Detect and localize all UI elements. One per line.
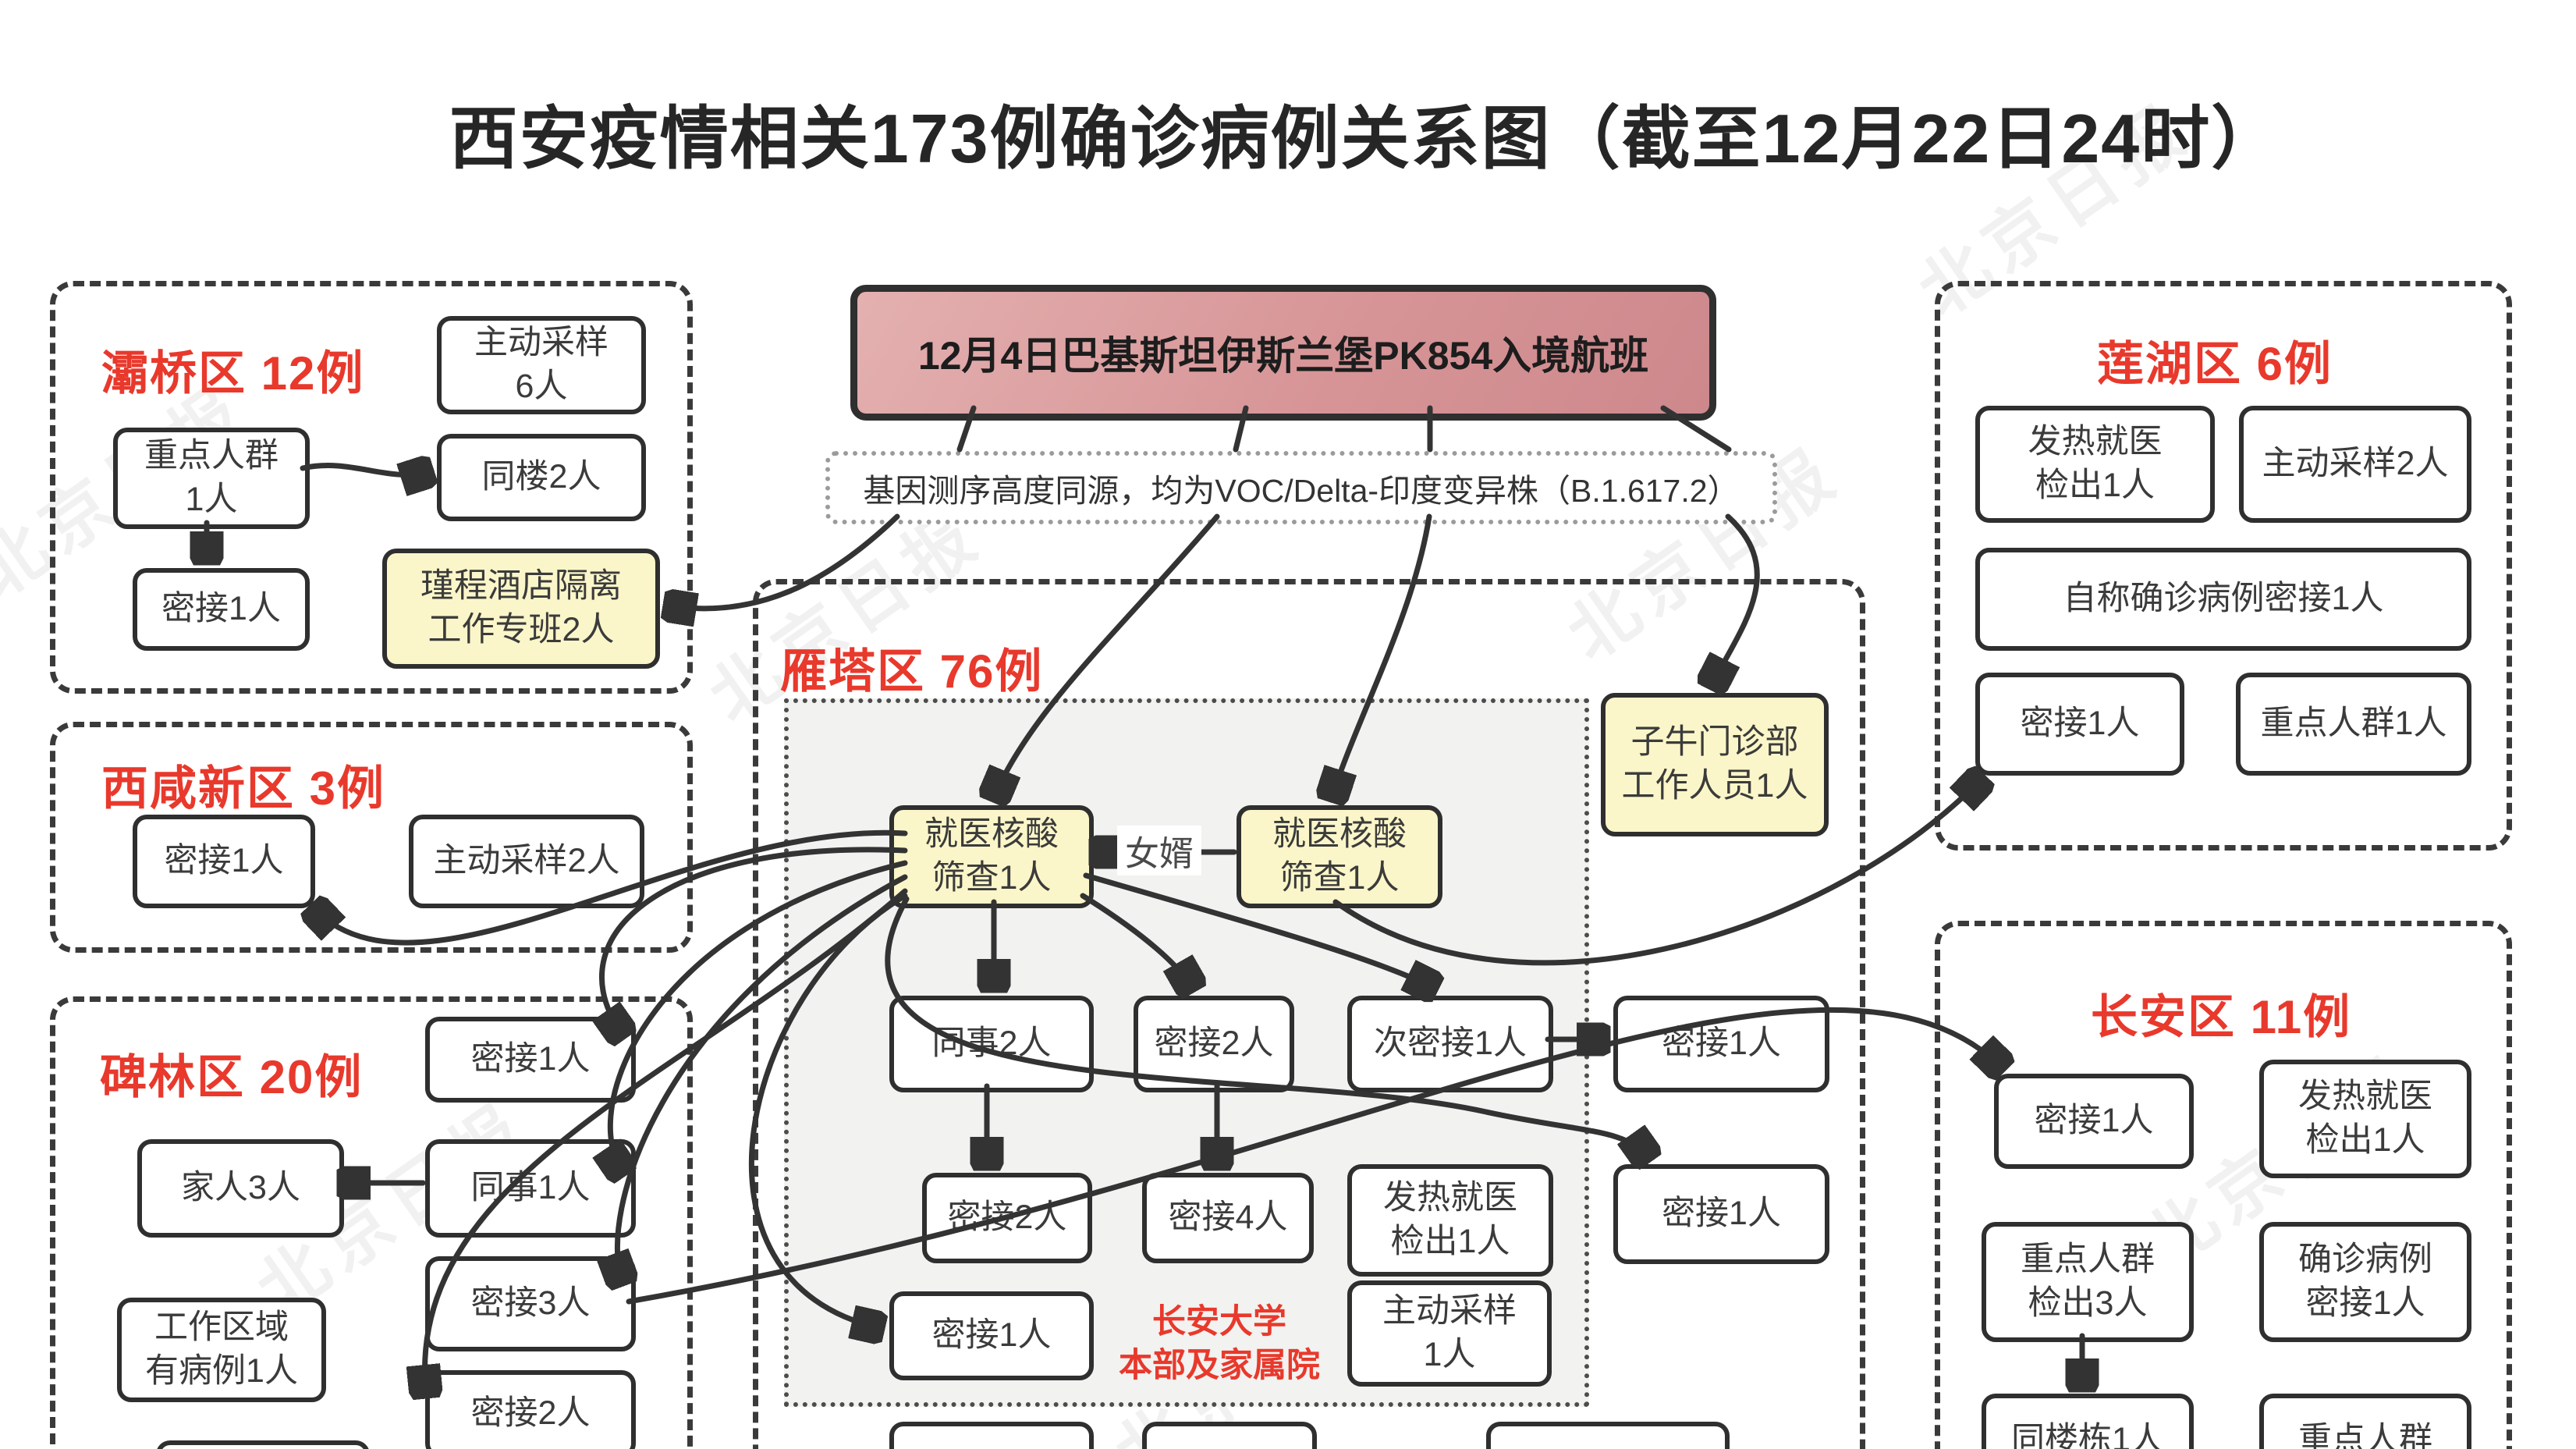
node-xixian-0: 密接1人 bbox=[133, 815, 315, 908]
node-lianhu-1: 主动采样2人 bbox=[2239, 406, 2471, 523]
node-beilin-4: 工作区域 有病例1人 bbox=[117, 1298, 326, 1402]
node-changan-0: 密接1人 bbox=[1994, 1074, 2194, 1169]
node-beilin-1: 家人3人 bbox=[137, 1139, 344, 1238]
node-yanta-12: 长安大学 本部及家属院 bbox=[1119, 1303, 1320, 1384]
node-beilin-3: 密接3人 bbox=[425, 1256, 636, 1351]
node-baqiao-2: 同楼2人 bbox=[437, 434, 646, 521]
node-beilin-0: 密接1人 bbox=[425, 1017, 636, 1103]
node-yanta-5: 次密接1人 bbox=[1347, 996, 1553, 1092]
node-yanta-6: 密接1人 bbox=[1613, 996, 1829, 1092]
region-lianhu bbox=[1935, 281, 2512, 851]
node-lianhu-4: 重点人群1人 bbox=[2236, 673, 2471, 776]
flight-source-node: 12月4日巴基斯坦伊斯兰堡PK854入境航班 bbox=[850, 285, 1716, 421]
node-yanta-2: 子牛门诊部 工作人员1人 bbox=[1601, 693, 1829, 836]
node-yanta-8: 密接4人 bbox=[1142, 1173, 1314, 1263]
page-title: 西安疫情相关173例确诊病例关系图（截至12月22日24时） bbox=[449, 99, 2282, 177]
node-yanta-7: 密接2人 bbox=[922, 1173, 1092, 1263]
region-label-beilin: 碑林区 20例 bbox=[100, 1051, 364, 1103]
gene-sequencing-note: 基因测序高度同源，均为VOC/Delta-印度变异株（B.1.617.2） bbox=[825, 451, 1777, 524]
node-yanta-4: 密接2人 bbox=[1134, 996, 1294, 1092]
region-label-lianhu: 莲湖区 6例 bbox=[2097, 338, 2333, 390]
node-yanta-11: 密接1人 bbox=[889, 1291, 1094, 1380]
node-yanta-9: 发热就医 检出1人 bbox=[1347, 1164, 1553, 1277]
node-baqiao-3: 密接1人 bbox=[133, 568, 310, 651]
node-yanta-10: 密接1人 bbox=[1613, 1164, 1829, 1264]
node-lianhu-0: 发热就医 检出1人 bbox=[1975, 406, 2215, 523]
region-label-baqiao: 灞桥区 12例 bbox=[101, 347, 365, 400]
node-lianhu-2: 自称确诊病例密接1人 bbox=[1975, 548, 2471, 651]
node-yanta-3: 同事2人 bbox=[889, 996, 1094, 1092]
node-yanta-13: 主动采样 1人 bbox=[1347, 1280, 1552, 1387]
node-baqiao-0: 主动采样 6人 bbox=[437, 316, 646, 414]
node-changan-3: 确诊病例 密接1人 bbox=[2259, 1222, 2471, 1342]
node-changan-1: 发热就医 检出1人 bbox=[2259, 1060, 2471, 1178]
node-yanta-0: 就医核酸 筛查1人 bbox=[889, 805, 1094, 908]
node-changan-4: 同楼栋1人 bbox=[1982, 1394, 2194, 1449]
edge-label-nvxu: 女婿 bbox=[1117, 826, 1201, 875]
node-changan-2: 重点人群 检出3人 bbox=[1982, 1222, 2194, 1342]
region-label-yanta: 雁塔区 76例 bbox=[780, 645, 1044, 698]
node-yanta-14: 主动采样 bbox=[889, 1422, 1094, 1449]
node-beilin-2: 同事1人 bbox=[425, 1139, 636, 1238]
node-changan-5: 重点人群 检出2人 bbox=[2259, 1394, 2471, 1449]
region-label-xixian: 西咸新区 3例 bbox=[101, 762, 386, 815]
region-baqiao bbox=[50, 281, 693, 694]
node-beilin-5: 密接2人 bbox=[425, 1370, 636, 1449]
node-baqiao-4: 瑾程酒店隔离 工作专班2人 bbox=[382, 549, 660, 669]
node-yanta-15: 重点人群 bbox=[1142, 1422, 1317, 1449]
node-beilin-6 bbox=[156, 1440, 370, 1449]
node-xixian-1: 主动采样2人 bbox=[409, 815, 644, 908]
node-lianhu-3: 密接1人 bbox=[1975, 673, 2184, 776]
region-label-changan: 长安区 11例 bbox=[2091, 991, 2352, 1043]
node-yanta-1: 就医核酸 筛查1人 bbox=[1237, 805, 1442, 908]
node-yanta-16 bbox=[1486, 1422, 1730, 1449]
node-baqiao-1: 重点人群 1人 bbox=[113, 428, 310, 529]
